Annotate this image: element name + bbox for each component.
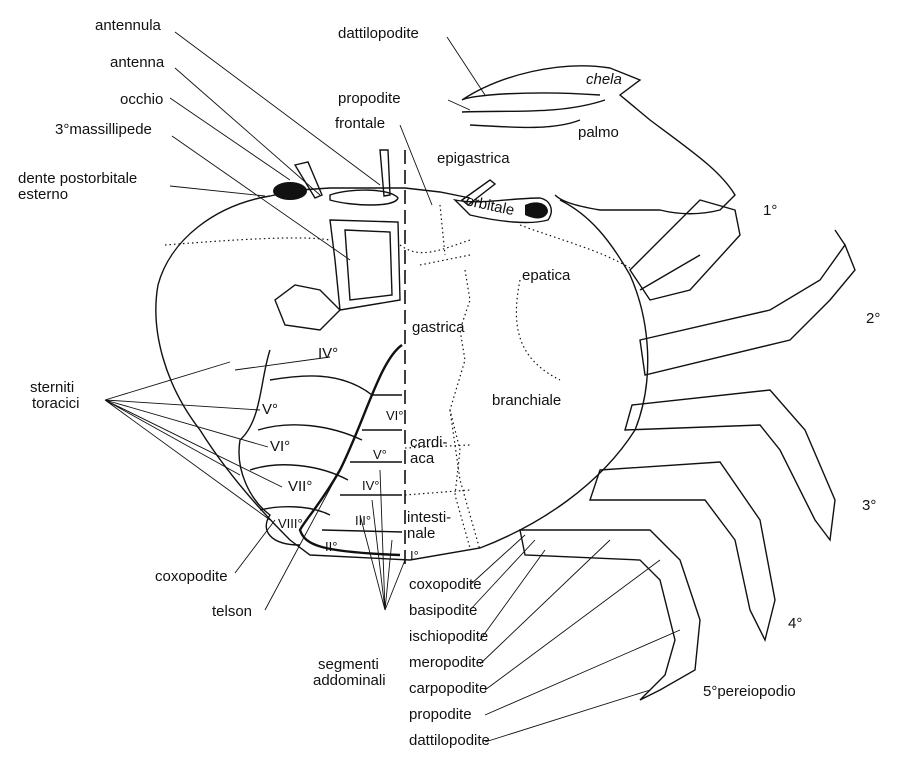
label-segment-v: V° [373, 447, 387, 462]
label-sternite-iv: IV° [318, 345, 338, 362]
label-sternite-v: V° [262, 401, 278, 418]
leg-3 [624, 389, 836, 542]
leg-5 [519, 529, 701, 701]
antenna-left [293, 161, 323, 199]
label-antennula: antennula [95, 17, 162, 34]
label-sterniti: sterniti [30, 379, 74, 396]
label-chela: chela [586, 71, 622, 88]
label-segment-iii: III° [355, 513, 371, 528]
sternites [249, 375, 403, 533]
leg-2 [639, 229, 856, 376]
label-sternite-viii: VIII° [278, 516, 303, 531]
label-telson: telson [212, 603, 252, 620]
abdomen-outline [298, 344, 403, 557]
label-propodite-chela: propodite [338, 90, 401, 107]
carapace-outline [155, 195, 649, 561]
label-toracici: toracici [32, 395, 80, 412]
label-cardiaca-1: cardi- [410, 434, 448, 451]
label-carpopodite: carpopodite [409, 680, 487, 697]
label-branchiale: branchiale [492, 392, 561, 409]
label-dente-postorbitale: dente postorbitale [18, 170, 137, 187]
label-segment-ii: II° [325, 539, 337, 554]
label-meropodite: meropodite [409, 654, 484, 671]
leg-1 [629, 199, 741, 301]
eye-left [273, 182, 307, 200]
label-leg-4: 4° [788, 615, 802, 632]
label-esterno: esterno [18, 186, 68, 203]
chela [461, 65, 736, 215]
label-coxopodite: coxopodite [409, 576, 482, 593]
label-segment-i: I° [410, 548, 419, 563]
label-antenna: antenna [110, 54, 165, 71]
label-palmo: palmo [578, 124, 619, 141]
label-5-pereiopodio: 5°pereiopodio [703, 683, 796, 700]
label-3-massillipede: 3°massillipede [55, 121, 152, 138]
label-ischiopodite: ischiopodite [409, 628, 488, 645]
antennula-fossa [329, 189, 399, 206]
leg-4 [589, 461, 776, 643]
eye-right [525, 202, 548, 219]
label-occhio: occhio [120, 91, 163, 108]
label-sternite-vi: VI° [270, 438, 290, 455]
antenna-right [460, 179, 497, 206]
cardiac-boundary [449, 269, 471, 549]
label-intestinale-1: intesti- [407, 509, 451, 526]
region-boundaries [164, 204, 631, 551]
label-leg-1: 1° [763, 202, 777, 219]
label-coxopodite-left: coxopodite [155, 568, 228, 585]
label-cardiaca-2: aca [410, 450, 435, 467]
label-epatica: epatica [522, 267, 571, 284]
label-leg-3: 3° [862, 497, 876, 514]
label-basipodite: basipodite [409, 602, 477, 619]
label-dattilopodite-chela: dattilopodite [338, 25, 419, 42]
label-leg-2: 2° [866, 310, 880, 327]
maxilliped [274, 219, 401, 331]
label-segment-iv: IV° [362, 478, 379, 493]
label-dattilopodite: dattilopodite [409, 732, 490, 749]
label-sternite-vii: VII° [288, 478, 312, 495]
antennula-left [379, 149, 391, 197]
label-addominali: addominali [313, 672, 386, 689]
orbit [452, 197, 552, 224]
label-segmenti: segmenti [318, 656, 379, 673]
label-intestinale-2: nale [407, 525, 435, 542]
label-propodite: propodite [409, 706, 472, 723]
label-segment-vi: VI° [386, 408, 403, 423]
label-gastrica: gastrica [412, 319, 465, 336]
label-epigastrica: epigastrica [437, 150, 510, 167]
sternite-sutures [238, 349, 301, 546]
leader-lines [104, 31, 681, 743]
label-frontale: frontale [335, 115, 385, 132]
